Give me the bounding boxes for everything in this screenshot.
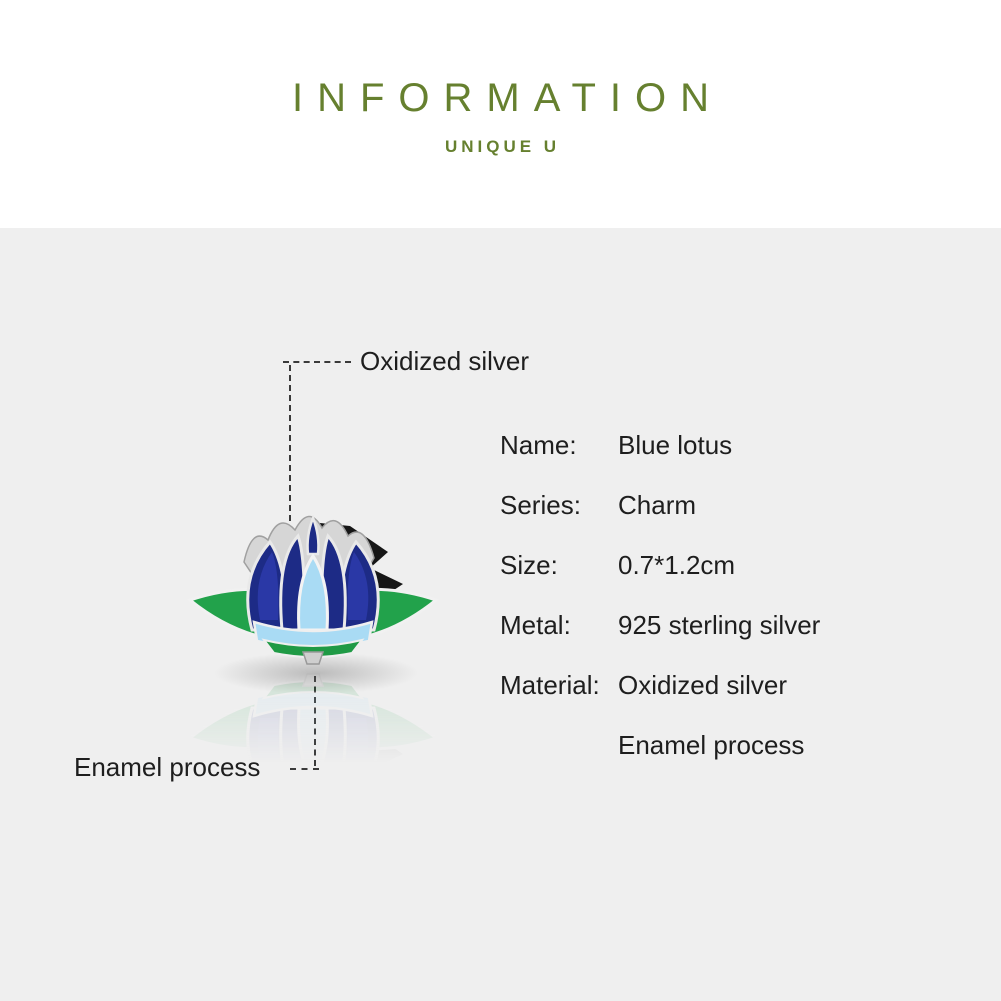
blue-lotus-charm-image	[186, 673, 440, 764]
callout-oxidized-silver: Oxidized silver	[360, 346, 530, 376]
page-subtitle: UNIQUE U	[444, 137, 561, 156]
spec-value: Oxidized silver	[618, 670, 788, 700]
spec-list: Name: Blue lotus Series: Charm Size: 0.7…	[500, 430, 820, 790]
product-photo	[182, 500, 444, 670]
spec-label: Series:	[500, 490, 581, 520]
info-panel	[0, 228, 1001, 1001]
spec-value: Blue lotus	[618, 430, 733, 460]
spec-value: Enamel process	[618, 730, 805, 760]
spec-row-material: Material: Oxidized silver	[500, 670, 820, 701]
spec-row-metal: Metal: 925 sterling silver	[500, 610, 820, 641]
callout-top-leader-line	[289, 365, 291, 521]
spec-label: Metal:	[500, 610, 571, 640]
spec-value: Charm	[618, 490, 697, 520]
spec-value: 0.7*1.2cm	[618, 550, 736, 580]
spec-label: Name:	[500, 430, 577, 460]
callout-bottom-leader-line	[314, 676, 316, 766]
callout-enamel-process: Enamel process	[74, 752, 261, 782]
product-reflection	[182, 668, 444, 764]
callout-top-horizontal-dash	[283, 361, 351, 363]
spec-label: Size:	[500, 550, 558, 580]
page-title: INFORMATION	[291, 76, 723, 120]
spec-row-series: Series: Charm	[500, 490, 820, 521]
callout-bottom-horizontal-dash	[290, 768, 319, 770]
spec-value: 925 sterling silver	[618, 610, 821, 640]
spec-row-material-2: Enamel process	[500, 730, 820, 761]
page-header: INFORMATION UNIQUE U	[0, 76, 1001, 157]
spec-row-name: Name: Blue lotus	[500, 430, 820, 461]
blue-lotus-charm-image	[186, 514, 440, 665]
spec-label: Material:	[500, 670, 600, 700]
spec-row-size: Size: 0.7*1.2cm	[500, 550, 820, 581]
